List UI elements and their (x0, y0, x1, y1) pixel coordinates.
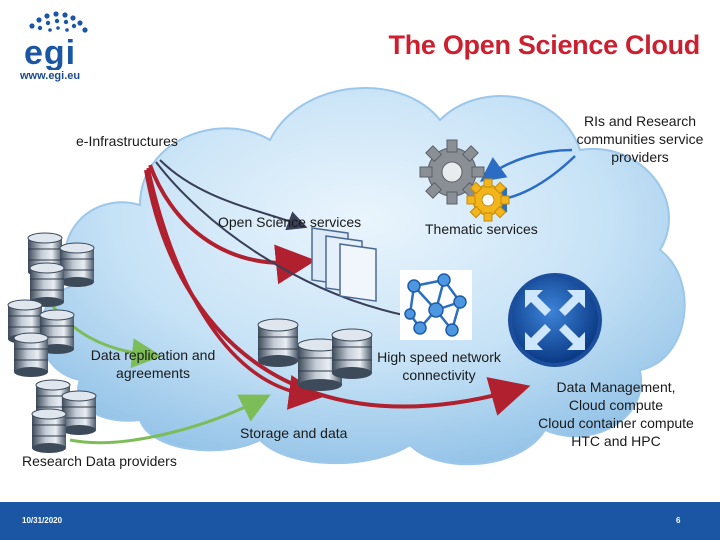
database-icon (39, 309, 75, 354)
label-research-data: Research Data providers (22, 453, 177, 469)
arrow-ris-gear (479, 148, 573, 182)
label-storage: Storage and data (240, 425, 348, 441)
footer-bar: 10/31/2020 6 (0, 502, 720, 540)
database-icon (297, 338, 343, 391)
page-number: 6 (676, 516, 681, 525)
documents-icon (311, 227, 377, 302)
page-title: The Open Science Cloud (388, 30, 701, 60)
database-icon (31, 408, 67, 453)
label-replication-line2: agreements (116, 365, 190, 381)
arrow-rdp-storage (69, 394, 271, 445)
label-ris-line3: providers (611, 149, 669, 165)
database-icon (13, 332, 49, 377)
arrow-einfra-replication (159, 159, 308, 231)
label-replication-line1: Data replication and (90, 347, 216, 363)
gear-yellow-icon (466, 178, 510, 222)
label-high-speed: High speed network connectivity (360, 348, 518, 384)
database-icon (257, 318, 299, 367)
label-dm-line1: Data Management, (556, 379, 676, 395)
label-thematic: Thematic services (425, 221, 538, 237)
database-icon (331, 328, 373, 379)
label-ris-providers: RIs and Research communities service pro… (560, 112, 720, 166)
label-ris-line1: RIs and Research (583, 113, 697, 129)
arrow-einfra-highspeed (155, 161, 438, 329)
label-dm-line3: Cloud container compute (538, 415, 694, 431)
label-dm-line4: HTC and HPC (571, 433, 661, 449)
database-icon (29, 262, 65, 307)
logo-wordmark: egi (24, 34, 76, 70)
egi-logo: egi (24, 11, 88, 70)
label-data-replication: Data replication and agreements (72, 346, 234, 382)
connector-arrows (46, 148, 576, 445)
logo-dots-icon (29, 11, 88, 33)
arrow-einfra-storage (146, 167, 324, 410)
network-graph-icon (400, 270, 472, 340)
logo-url[interactable]: www.egi.eu (20, 70, 81, 82)
database-icon (61, 390, 97, 435)
label-ris-line2: communities service (576, 131, 704, 147)
provider-cylinders (7, 232, 97, 453)
storage-cylinders (257, 318, 373, 391)
footer-date: 10/31/2020 (22, 516, 63, 525)
label-high-speed-line1: High speed network (377, 349, 501, 365)
label-open-science: Open Science services (218, 214, 362, 230)
label-dm-line2: Cloud compute (568, 397, 664, 413)
label-high-speed-line2: connectivity (402, 367, 476, 383)
database-icon (59, 242, 95, 287)
gear-icon (419, 139, 485, 205)
label-data-management: Data Management, Cloud compute Cloud con… (516, 378, 716, 450)
label-e-infrastructures: e-Infrastructures (76, 133, 178, 149)
data-management-icon (508, 273, 602, 367)
arrow-einfra-network (144, 169, 531, 416)
